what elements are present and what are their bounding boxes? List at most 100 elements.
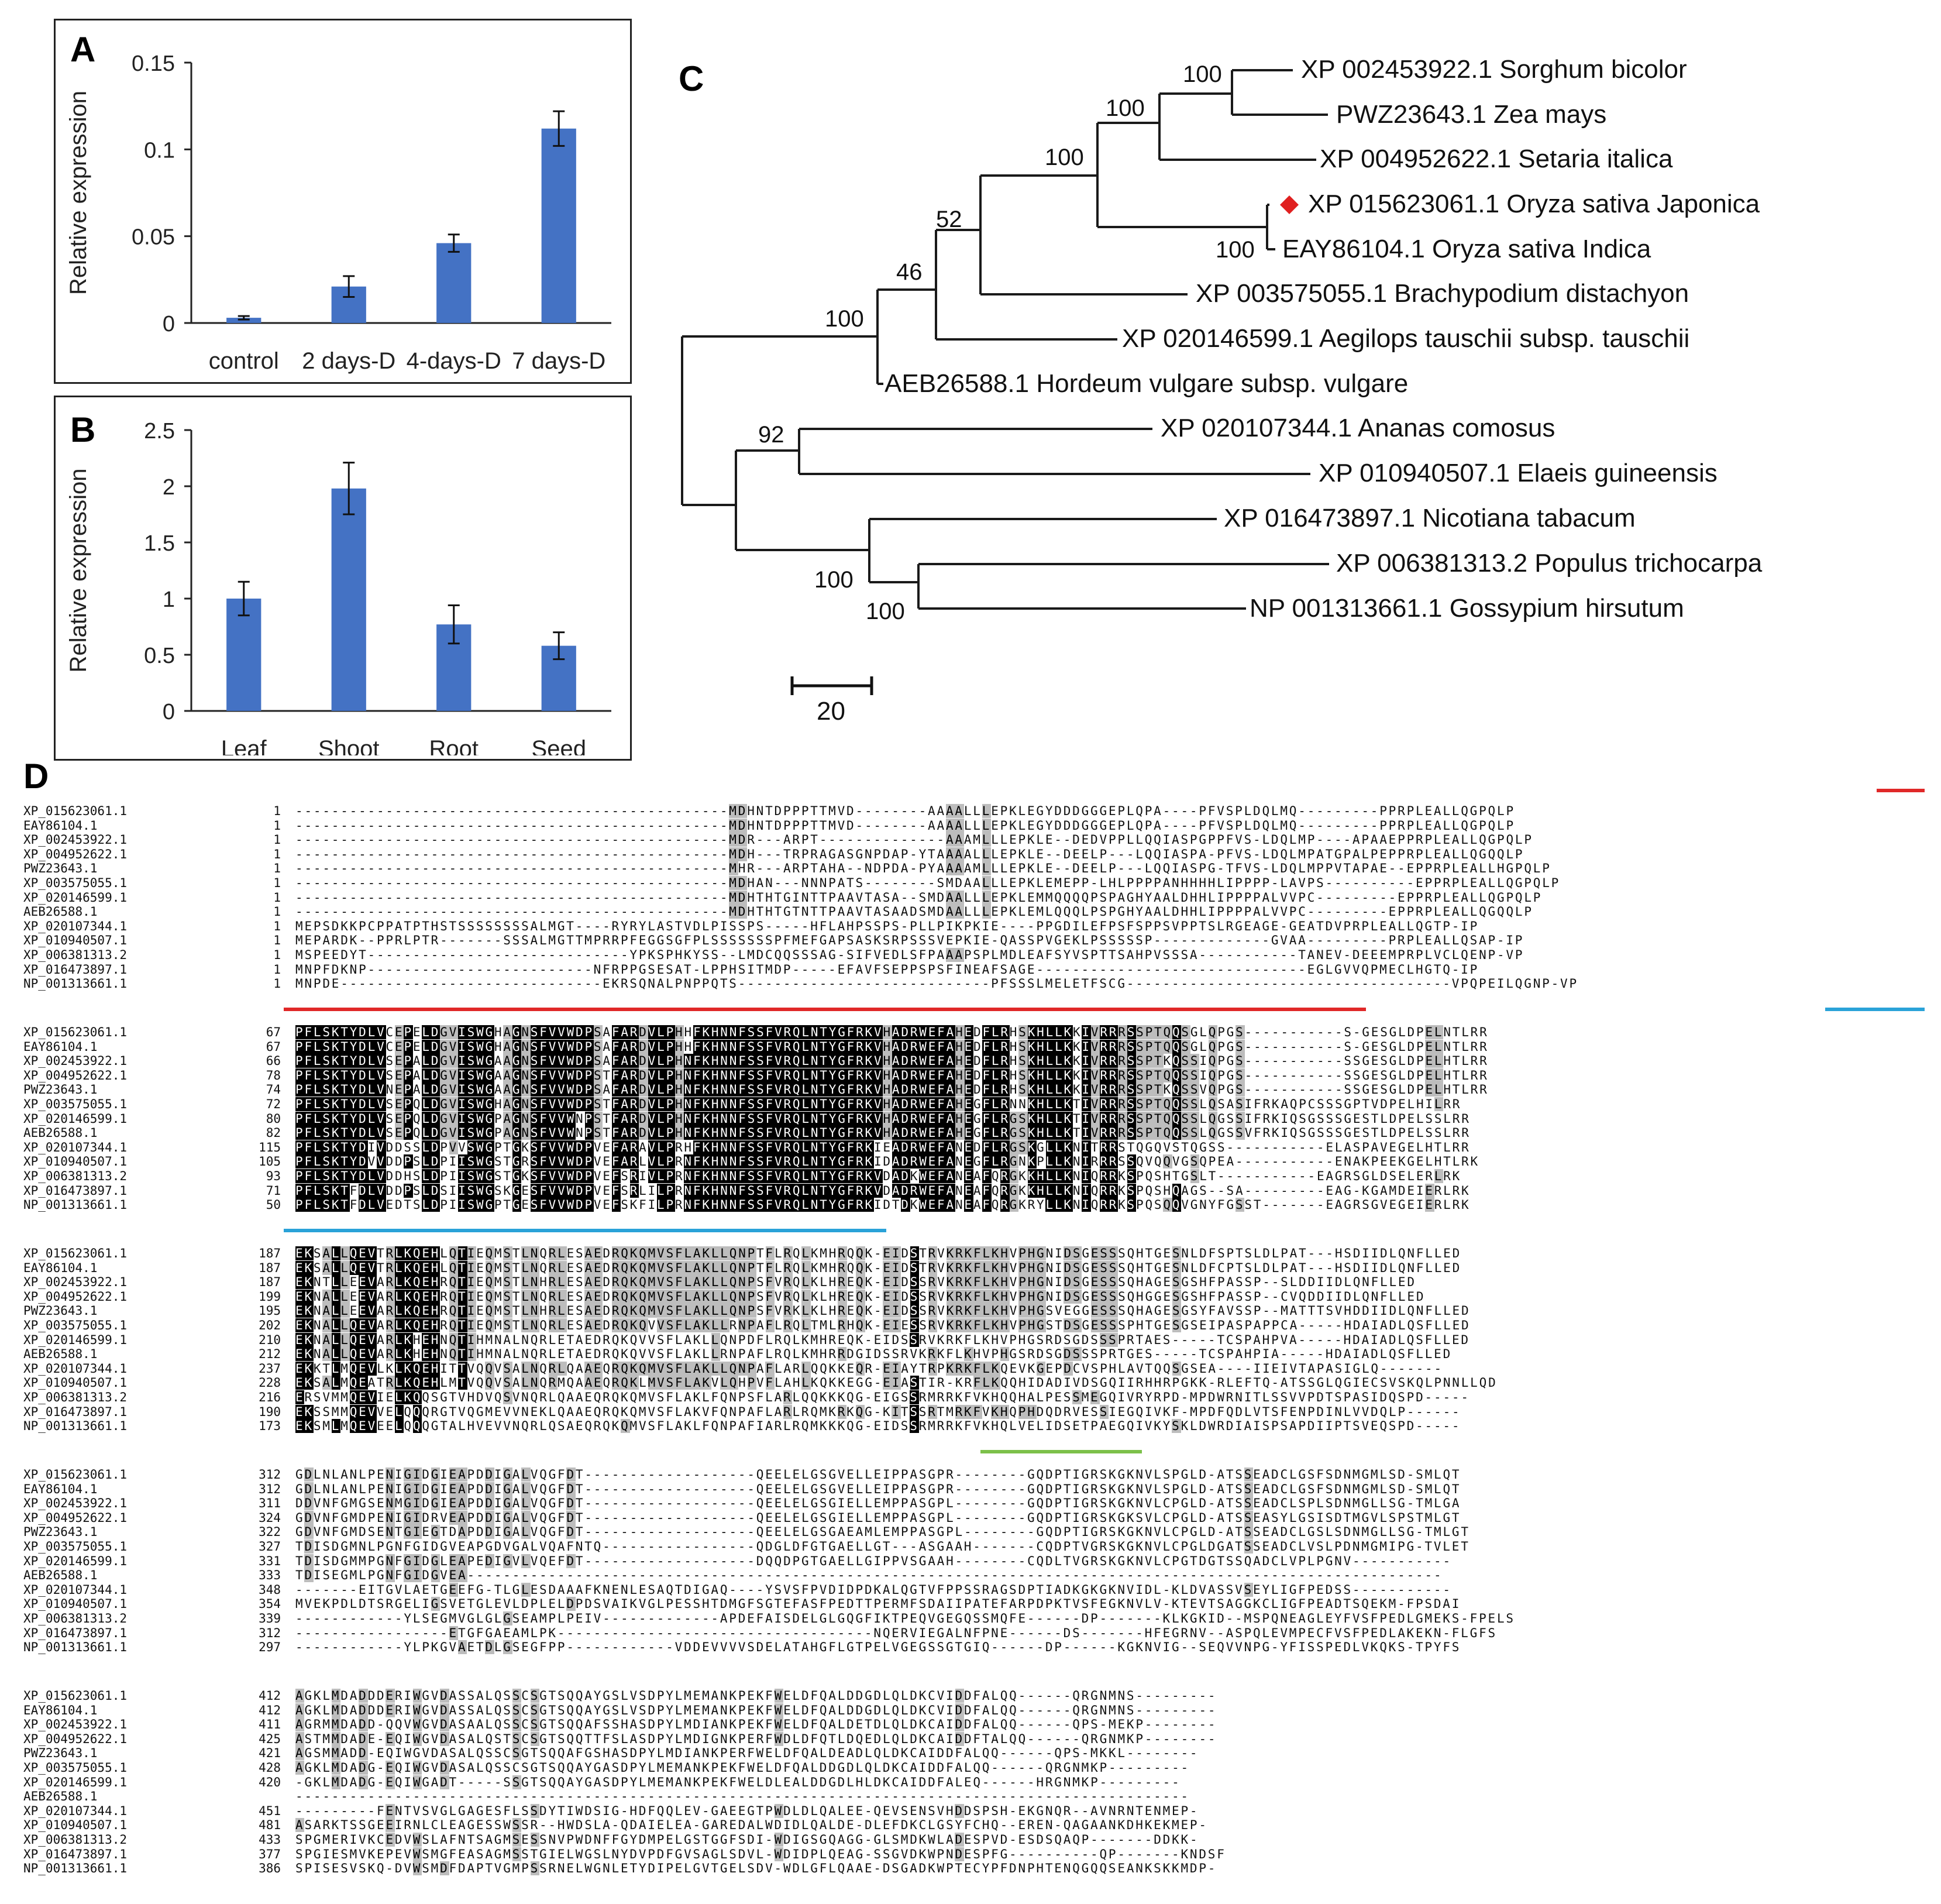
- sequence-name: XP_016473897.1: [23, 1404, 128, 1419]
- sequence-position: 348: [259, 1582, 281, 1597]
- taxon-elaeis: XP 010940507.1 Elaeis guineensis: [1319, 459, 1718, 487]
- sequence-position: 1: [273, 890, 281, 905]
- bootstrap-value: 100: [1183, 61, 1222, 87]
- sequence-residues: TDISDGMNLPGNFGIDGVEAPGDVGALVQAFNTQ------…: [295, 1539, 1470, 1554]
- sequence-position: 1: [273, 818, 281, 833]
- y-axis-label: Relative expression: [66, 91, 91, 295]
- sequence-residues: PFLSKTYDLVSEPQLDGVISWGHAGNSFVVWDPSTFARDV…: [295, 1097, 1462, 1111]
- sequence-position: 386: [259, 1861, 281, 1876]
- sequence-residues: EKKTLMQEVLKLKQEHITTVQQVSALNQRLQAAEQRQKQM…: [295, 1361, 1443, 1376]
- sequence-position: 312: [259, 1625, 281, 1640]
- sequence-position: 377: [259, 1847, 281, 1861]
- sequence-residues: MEPARDK--PPRLPTR-------SSSALMGTTMPRRPFEG…: [295, 933, 1524, 948]
- taxon-populus: XP 006381313.2 Populus trichocarpa: [1336, 549, 1763, 578]
- bar-leaf: [226, 599, 261, 711]
- sequence-position: 74: [266, 1082, 281, 1097]
- taxon-hordeum: AEB26588.1 Hordeum vulgare subsp. vulgar…: [885, 369, 1408, 398]
- sequence-name: EAY86104.1: [23, 1260, 98, 1275]
- sequence-name: XP_020146599.1: [23, 1332, 128, 1347]
- sequence-position: 1: [273, 833, 281, 847]
- bar-shoot: [331, 488, 366, 711]
- sequence-position: 433: [259, 1833, 281, 1847]
- taxon-nicotiana: XP 016473897.1 Nicotiana tabacum: [1224, 504, 1636, 532]
- sequence-residues: SPGMERIVKCEDVWSLAFNTSAGMSESSNVPWDNFFGYDM…: [295, 1833, 1199, 1847]
- sequence-position: 333: [259, 1568, 281, 1583]
- sequence-position: 1: [273, 905, 281, 919]
- sequence-name: XP_006381313.2: [23, 1611, 128, 1625]
- sequence-name: XP_002453922.1: [23, 833, 128, 847]
- sequence-position: 173: [259, 1419, 281, 1434]
- x-tick-label: control: [209, 348, 279, 374]
- sequence-position: 80: [266, 1111, 281, 1126]
- x-tick-label: 4-days-D: [407, 348, 501, 374]
- sequence-position: 210: [259, 1332, 281, 1347]
- taxon-ananas: XP 020107344.1 Ananas comosus: [1161, 414, 1555, 442]
- sequence-name: XP_020107344.1: [23, 1582, 128, 1597]
- scale-bar-label: 20: [817, 697, 845, 726]
- sequence-name: XP_003575055.1: [23, 1539, 128, 1554]
- sequence-name: XP_003575055.1: [23, 1761, 128, 1775]
- sequence-name: XP_010940507.1: [23, 1818, 128, 1833]
- phylogenetic-tree: XP 002453922.1 Sorghum bicolor PWZ23643.…: [758, 55, 1763, 726]
- y-tick-label: 1: [163, 587, 175, 612]
- sequence-name: XP_004952622.1: [23, 1289, 128, 1304]
- sequence-name: XP_004952622.1: [23, 1510, 128, 1525]
- sequence-residues: ----------------------------------------…: [295, 861, 1551, 876]
- bootstrap-value: 100: [1216, 237, 1255, 263]
- sequence-residues: ----------------------------------------…: [295, 890, 1543, 905]
- sequence-name: XP_020146599.1: [23, 1111, 128, 1126]
- sequence-position: 1: [273, 948, 281, 962]
- sequence-residues: PFLSKTYDLVSEPALDGVISWGAAGNSFVVWDPSTFARDV…: [295, 1068, 1489, 1082]
- sequence-name: XP_010940507.1: [23, 933, 128, 948]
- sequence-position: 195: [259, 1304, 281, 1318]
- y-axis-label: Relative expression: [66, 468, 91, 672]
- y-tick-label: 0.5: [144, 644, 175, 668]
- taxon-sorghum: XP 002453922.1 Sorghum bicolor: [1301, 55, 1687, 84]
- domain-bar: [284, 1008, 1366, 1011]
- sequence-name: XP_006381313.2: [23, 1390, 128, 1404]
- sequence-name: AEB26588.1: [23, 905, 98, 919]
- taxon-setaria: XP 004952622.1 Setaria italica: [1320, 145, 1673, 173]
- sequence-residues: MNPFDKNP-------------------------NFRPPGS…: [295, 962, 1479, 977]
- sequence-residues: PFLSKTFDLVEDTSLDPIISWGPTGESFVVWDPVEFSKFI…: [295, 1198, 1471, 1212]
- panel-b-letter: B: [70, 410, 96, 449]
- sequence-position: 202: [259, 1318, 281, 1332]
- sequence-position: 1: [273, 847, 281, 861]
- sequence-residues: ----------------------------------------…: [295, 818, 1515, 833]
- x-tick-label: Root: [429, 736, 479, 755]
- sequence-residues: PFLSKTYDLVCEPELDGVISWGHAGNSFVVWDPSAFARDV…: [295, 1039, 1489, 1054]
- sequence-name: XP_004952622.1: [23, 1068, 128, 1082]
- sequence-position: 322: [259, 1525, 281, 1539]
- sequence-position: 72: [266, 1097, 281, 1111]
- y-tick-label: 0.1: [144, 138, 175, 163]
- sequence-residues: AGSMMADD-EQIWGVDASALQSSCSGTSQQAFGSHASDPY…: [295, 1746, 1199, 1761]
- sequence-name: AEB26588.1: [23, 1126, 98, 1140]
- sequence-position: 93: [266, 1169, 281, 1183]
- sequence-position: 187: [259, 1275, 281, 1290]
- y-tick-label: 0.05: [132, 225, 175, 250]
- sequence-name: XP_016473897.1: [23, 1847, 128, 1861]
- sequence-position: 199: [259, 1289, 281, 1304]
- sequence-name: XP_020146599.1: [23, 890, 128, 905]
- x-tick-label: Leaf: [221, 736, 267, 755]
- sequence-name: XP_010940507.1: [23, 1154, 128, 1169]
- sequence-position: 312: [259, 1467, 281, 1482]
- sequence-position: 411: [259, 1717, 281, 1732]
- sequence-position: 354: [259, 1597, 281, 1611]
- sequence-residues: ERSVMMQEVIELKQQSGTVHDVQSVNQRLQAAEQRQKQMV…: [295, 1390, 1470, 1404]
- sequence-position: 339: [259, 1611, 281, 1625]
- domain-bar: [1825, 1008, 1925, 1011]
- y-tick-label: 1.5: [144, 531, 175, 556]
- bootstrap-value: 100: [825, 306, 864, 332]
- sequence-name: XP_002453922.1: [23, 1496, 128, 1511]
- sequence-name: EAY86104.1: [23, 1039, 98, 1054]
- sequence-position: 50: [266, 1198, 281, 1212]
- taxon-brachypodium: XP 003575055.1 Brachypodium distachyon: [1196, 279, 1689, 308]
- sequence-residues: ASTMMDADE-EQIWGVDASALQSTSCSGTSQQTTFSLASD…: [295, 1731, 1217, 1746]
- x-tick-label: 7 days-D: [512, 348, 605, 374]
- sequence-position: 412: [259, 1703, 281, 1717]
- sequence-residues: PFLSKTFDLVDDPSLDSIISWGSKGESFVVWDPVEFSRLI…: [295, 1183, 1471, 1198]
- sequence-name: PWZ23643.1: [23, 1304, 98, 1318]
- sequence-position: 71: [266, 1183, 281, 1198]
